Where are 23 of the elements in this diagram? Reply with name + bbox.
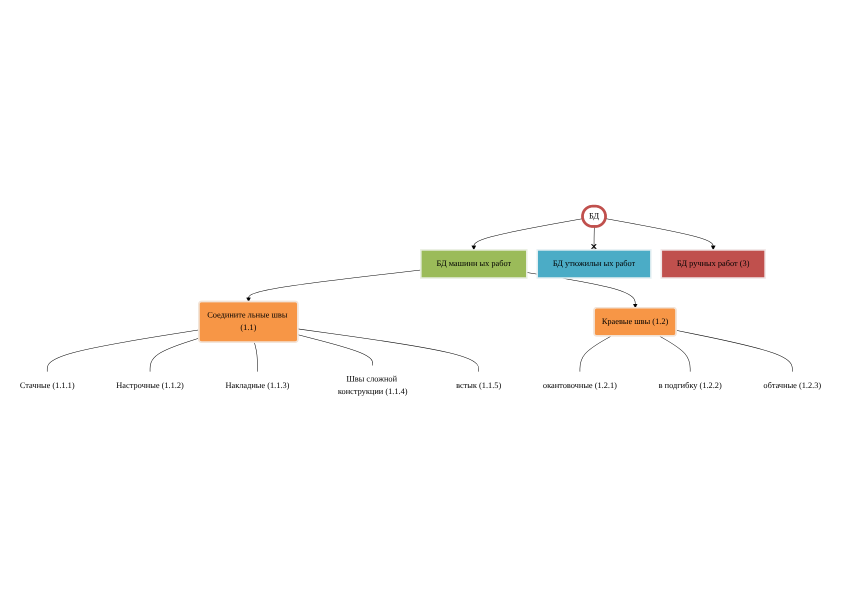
node-text: Накладные (1.1.3) — [225, 381, 290, 390]
node-text: Стачные (1.1.1) — [20, 381, 75, 390]
connector — [254, 342, 258, 372]
connector — [580, 336, 612, 372]
arrow — [246, 270, 422, 302]
node-text: в подгибку (1.2.2) — [658, 381, 722, 390]
connector — [298, 329, 479, 372]
node-text: Швы сложной конструкции (1.1.4) — [338, 375, 408, 397]
node-text: обтачные (1.2.3) — [763, 381, 822, 390]
arrow — [472, 218, 584, 250]
node-box: БД машинн ых работ — [420, 249, 528, 280]
node-text: Настрочные (1.1.2) — [116, 381, 184, 390]
connector — [46, 330, 200, 372]
arrow — [605, 218, 716, 250]
connector — [676, 330, 793, 372]
node-box: БД ручных работ (3) — [660, 249, 766, 280]
connector — [591, 226, 597, 250]
connector — [298, 334, 373, 366]
node-text: встык (1.1.5) — [456, 381, 502, 390]
node-box: БД утюжильн ых работ — [536, 249, 652, 280]
connector — [150, 338, 200, 372]
connector — [659, 336, 690, 372]
node-text: окантовочные (1.2.1) — [542, 381, 617, 390]
